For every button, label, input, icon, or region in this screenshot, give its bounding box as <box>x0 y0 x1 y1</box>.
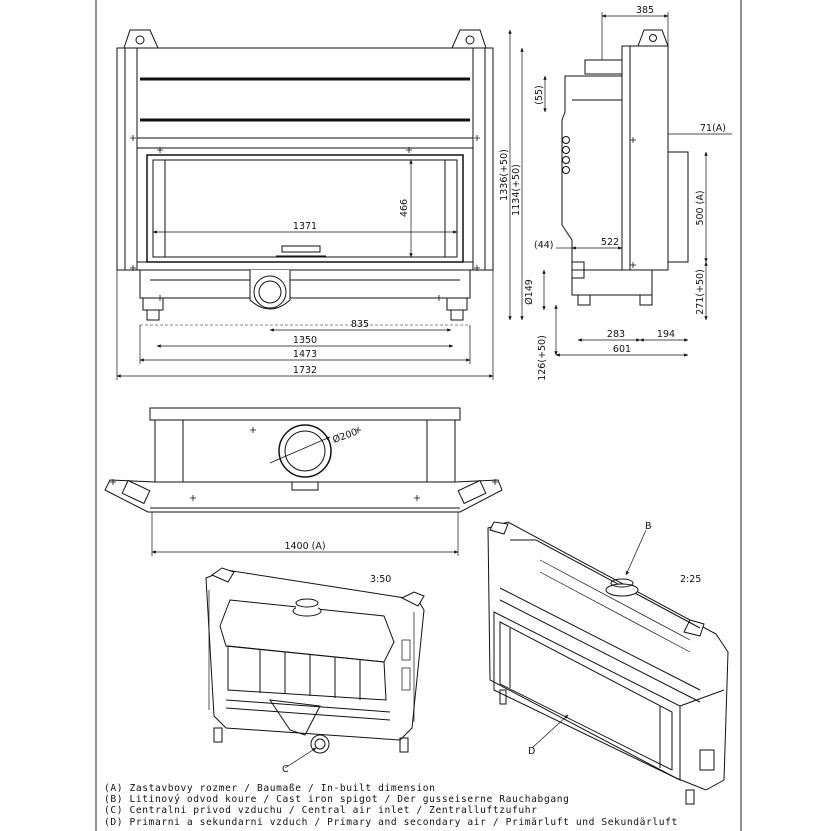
legend-line-a: (A) Zastavbovy rozmer / Baumaße / In-bui… <box>104 783 436 794</box>
dim-rear-depth: 194 <box>657 329 675 340</box>
dim-base-outer: 1473 <box>293 349 317 360</box>
iso-rear-view <box>205 567 425 754</box>
front-view-dimensions <box>116 29 524 380</box>
dim-spigot-offset: 835 <box>351 319 369 330</box>
legend: (A) Zastavbovy rozmer / Baumaße / In-bui… <box>104 783 678 828</box>
front-view <box>116 29 494 326</box>
legend-line-d: (D) Primarni a sekundarni vzduch / Prima… <box>104 816 678 828</box>
dim-flue-diameter: Ø200 <box>331 427 359 446</box>
dim-bottom-offset: 126(+50) <box>537 335 548 381</box>
callout-b-leader <box>625 529 647 576</box>
iso-front-scale: 2:25 <box>680 574 701 585</box>
side-view-dimensions <box>542 12 732 357</box>
dim-right-offset: 71(A) <box>700 123 726 134</box>
dim-overall-width: 1732 <box>293 365 317 376</box>
dim-inbuilt-width: 1400 (A) <box>284 541 325 552</box>
dim-opening-width: 1371 <box>293 221 317 232</box>
dim-leg-depth: 283 <box>607 329 625 340</box>
dim-base-depth: 601 <box>613 344 631 355</box>
callout-b-label: B <box>645 521 652 532</box>
legend-line-b: (B) Litinový odvod koure / Cast iron spi… <box>104 794 570 806</box>
callout-c-label: C <box>282 764 289 775</box>
dim-overall-height: 1336(+50) <box>499 149 510 201</box>
top-view <box>104 407 503 513</box>
dim-front-offset: (44) <box>534 240 554 251</box>
callout-c-leader <box>284 747 317 769</box>
top-view-dimensions <box>151 512 459 556</box>
dim-opening-height: 466 <box>399 199 410 217</box>
dim-opening-depth: 522 <box>601 237 619 248</box>
side-view <box>561 29 689 306</box>
dim-base-inner: 1350 <box>293 335 317 346</box>
dim-depth-total: 385 <box>636 5 654 16</box>
legend-line-c: (C) Centralni privod vzduchu / Central a… <box>104 805 538 817</box>
dim-pipe-diameter: Ø149 <box>524 279 535 305</box>
callout-d-leader <box>531 714 569 749</box>
callout-d-label: D <box>528 746 535 757</box>
dim-top-offset: (55) <box>534 85 545 105</box>
dim-leg-height: 271(+50) <box>695 269 706 315</box>
iso-rear-scale: 3:50 <box>370 574 391 585</box>
dim-inner-height: 1134(+50) <box>511 164 522 216</box>
dim-side-height: 500 (A) <box>695 190 706 225</box>
iso-front-view <box>487 521 729 805</box>
